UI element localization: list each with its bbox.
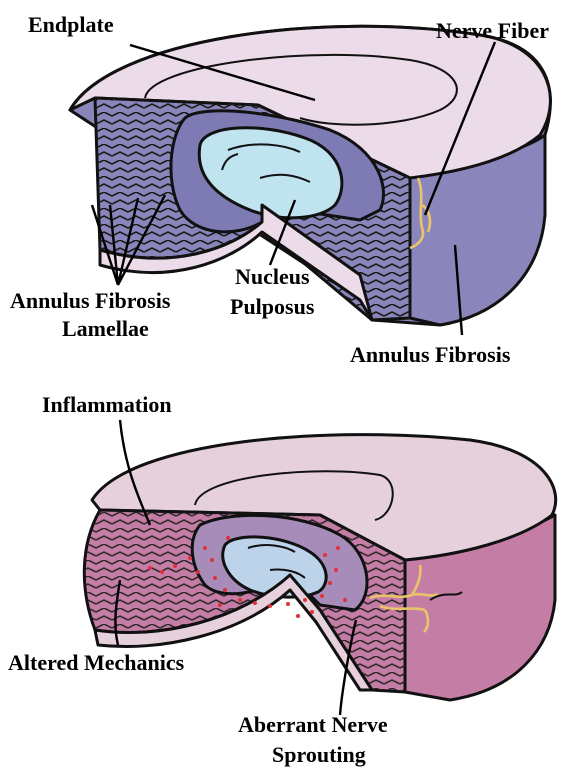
label-endplate: Endplate [28,12,114,37]
label-lamellae-line1: Annulus Fibrosis [10,288,171,313]
label-aberrant-nerve-line2: Sprouting [272,742,366,767]
label-inflammation: Inflammation [42,392,172,417]
label-nucleus-line1: Nucleus [235,264,310,289]
label-nerve-fiber: Nerve Fiber [436,18,549,43]
label-annulus-fibrosis: Annulus Fibrosis [350,342,511,367]
label-altered-mechanics: Altered Mechanics [8,650,185,675]
label-nucleus-line2: Pulposus [230,294,315,319]
label-lamellae-line2: Lamellae [62,316,149,341]
label-aberrant-nerve-line1: Aberrant Nerve [238,712,388,737]
healthy-disc [70,26,550,325]
